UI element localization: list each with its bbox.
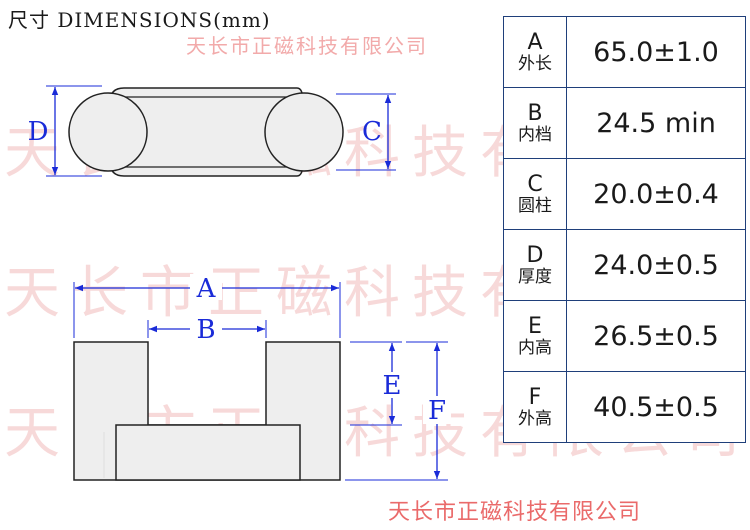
dimension-letter: A	[527, 29, 543, 55]
dimension-key-cell: A 外长	[503, 16, 567, 88]
front-view-cylinder-rect	[115, 424, 301, 481]
label-a: A	[196, 274, 217, 304]
dimension-name: 内高	[518, 337, 552, 358]
dimension-value: 20.0±0.4	[566, 158, 746, 230]
dimension-letter: C	[527, 171, 543, 197]
dimension-name: 外高	[518, 408, 552, 429]
label-d: D	[28, 117, 49, 147]
dimension-name: 内档	[518, 124, 552, 145]
dimension-key-cell: E 内高	[503, 300, 567, 372]
dimension-value: 24.5 min	[566, 87, 746, 159]
dimension-value: 26.5±0.5	[566, 300, 746, 372]
dimension-key-cell: D 厚度	[503, 229, 567, 301]
e-label-bg	[378, 372, 406, 398]
label-c: C	[362, 117, 382, 147]
front-view: A B E F	[73, 274, 451, 481]
label-b: B	[196, 315, 215, 345]
dimension-name: 外长	[518, 53, 552, 74]
dimension-letter: D	[526, 242, 544, 268]
dimension-value: 65.0±1.0	[566, 16, 746, 88]
a-label-bg	[190, 274, 222, 300]
dimension-table: A 外长 65.0±1.0 B 内档 24.5 min C 圆柱 20.0±0.…	[503, 16, 746, 443]
table-row: B 内档 24.5 min	[503, 87, 746, 159]
dimension-name: 圆柱	[518, 195, 552, 216]
dimension-value: 24.0±0.5	[566, 229, 746, 301]
dimension-letter: B	[527, 100, 543, 126]
page-title: 尺寸 DIMENSIONS(mm)	[8, 8, 271, 32]
table-row: D 厚度 24.0±0.5	[503, 229, 746, 301]
dimension-key-cell: F 外高	[503, 371, 567, 443]
table-row: A 外长 65.0±1.0	[503, 16, 746, 88]
company-name-footer: 天长市正磁科技有限公司	[388, 500, 642, 525]
dimension-letter: E	[528, 313, 542, 339]
label-e: E	[383, 371, 402, 401]
label-f: F	[428, 396, 446, 426]
dimension-value: 40.5±0.5	[566, 371, 746, 443]
top-view: D C	[28, 85, 396, 177]
table-row: C 圆柱 20.0±0.4	[503, 158, 746, 230]
table-row: F 外高 40.5±0.5	[503, 371, 746, 443]
dimension-key-cell: B 内档	[503, 87, 567, 159]
dimension-key-cell: C 圆柱	[503, 158, 567, 230]
table-row: E 内高 26.5±0.5	[503, 300, 746, 372]
dimension-name: 厚度	[518, 266, 552, 287]
b-label-bg	[190, 315, 222, 341]
left-cylinder	[68, 92, 148, 172]
f-label-bg	[423, 396, 451, 424]
watermark-top: 天长市正磁科技有限公司	[186, 34, 428, 58]
right-cylinder	[264, 92, 344, 172]
dimension-letter: F	[528, 384, 542, 410]
